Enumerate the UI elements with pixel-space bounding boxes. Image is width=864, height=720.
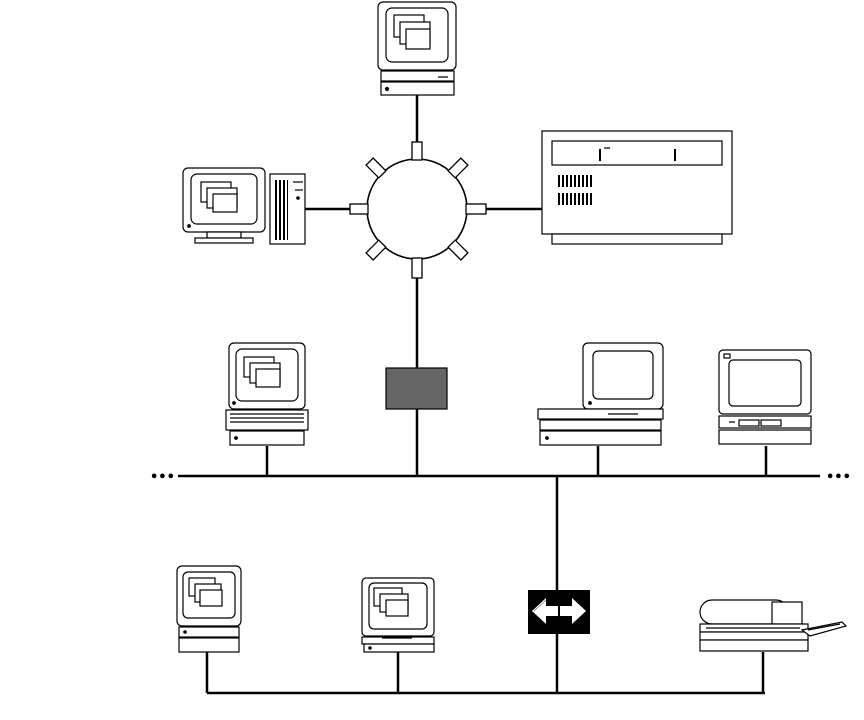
desktop-mac-icon (226, 343, 308, 445)
desktop-mac-icon (362, 578, 434, 652)
bidirectional-arrows-icon (528, 590, 590, 634)
bridge-box-icon (386, 368, 447, 409)
compact-mac-icon (378, 2, 456, 95)
rack-server-icon (542, 131, 732, 244)
tower-mac-icon (183, 168, 305, 244)
terminal-icon (719, 350, 811, 444)
desktop-pc-icon (538, 343, 663, 445)
laser-printer-icon (700, 600, 846, 651)
token-ring-icon (350, 142, 486, 278)
backbone-continues-left: ••• (150, 470, 175, 485)
compact-mac-icon (177, 566, 241, 652)
backbone-continues-right: ••• (826, 470, 851, 485)
